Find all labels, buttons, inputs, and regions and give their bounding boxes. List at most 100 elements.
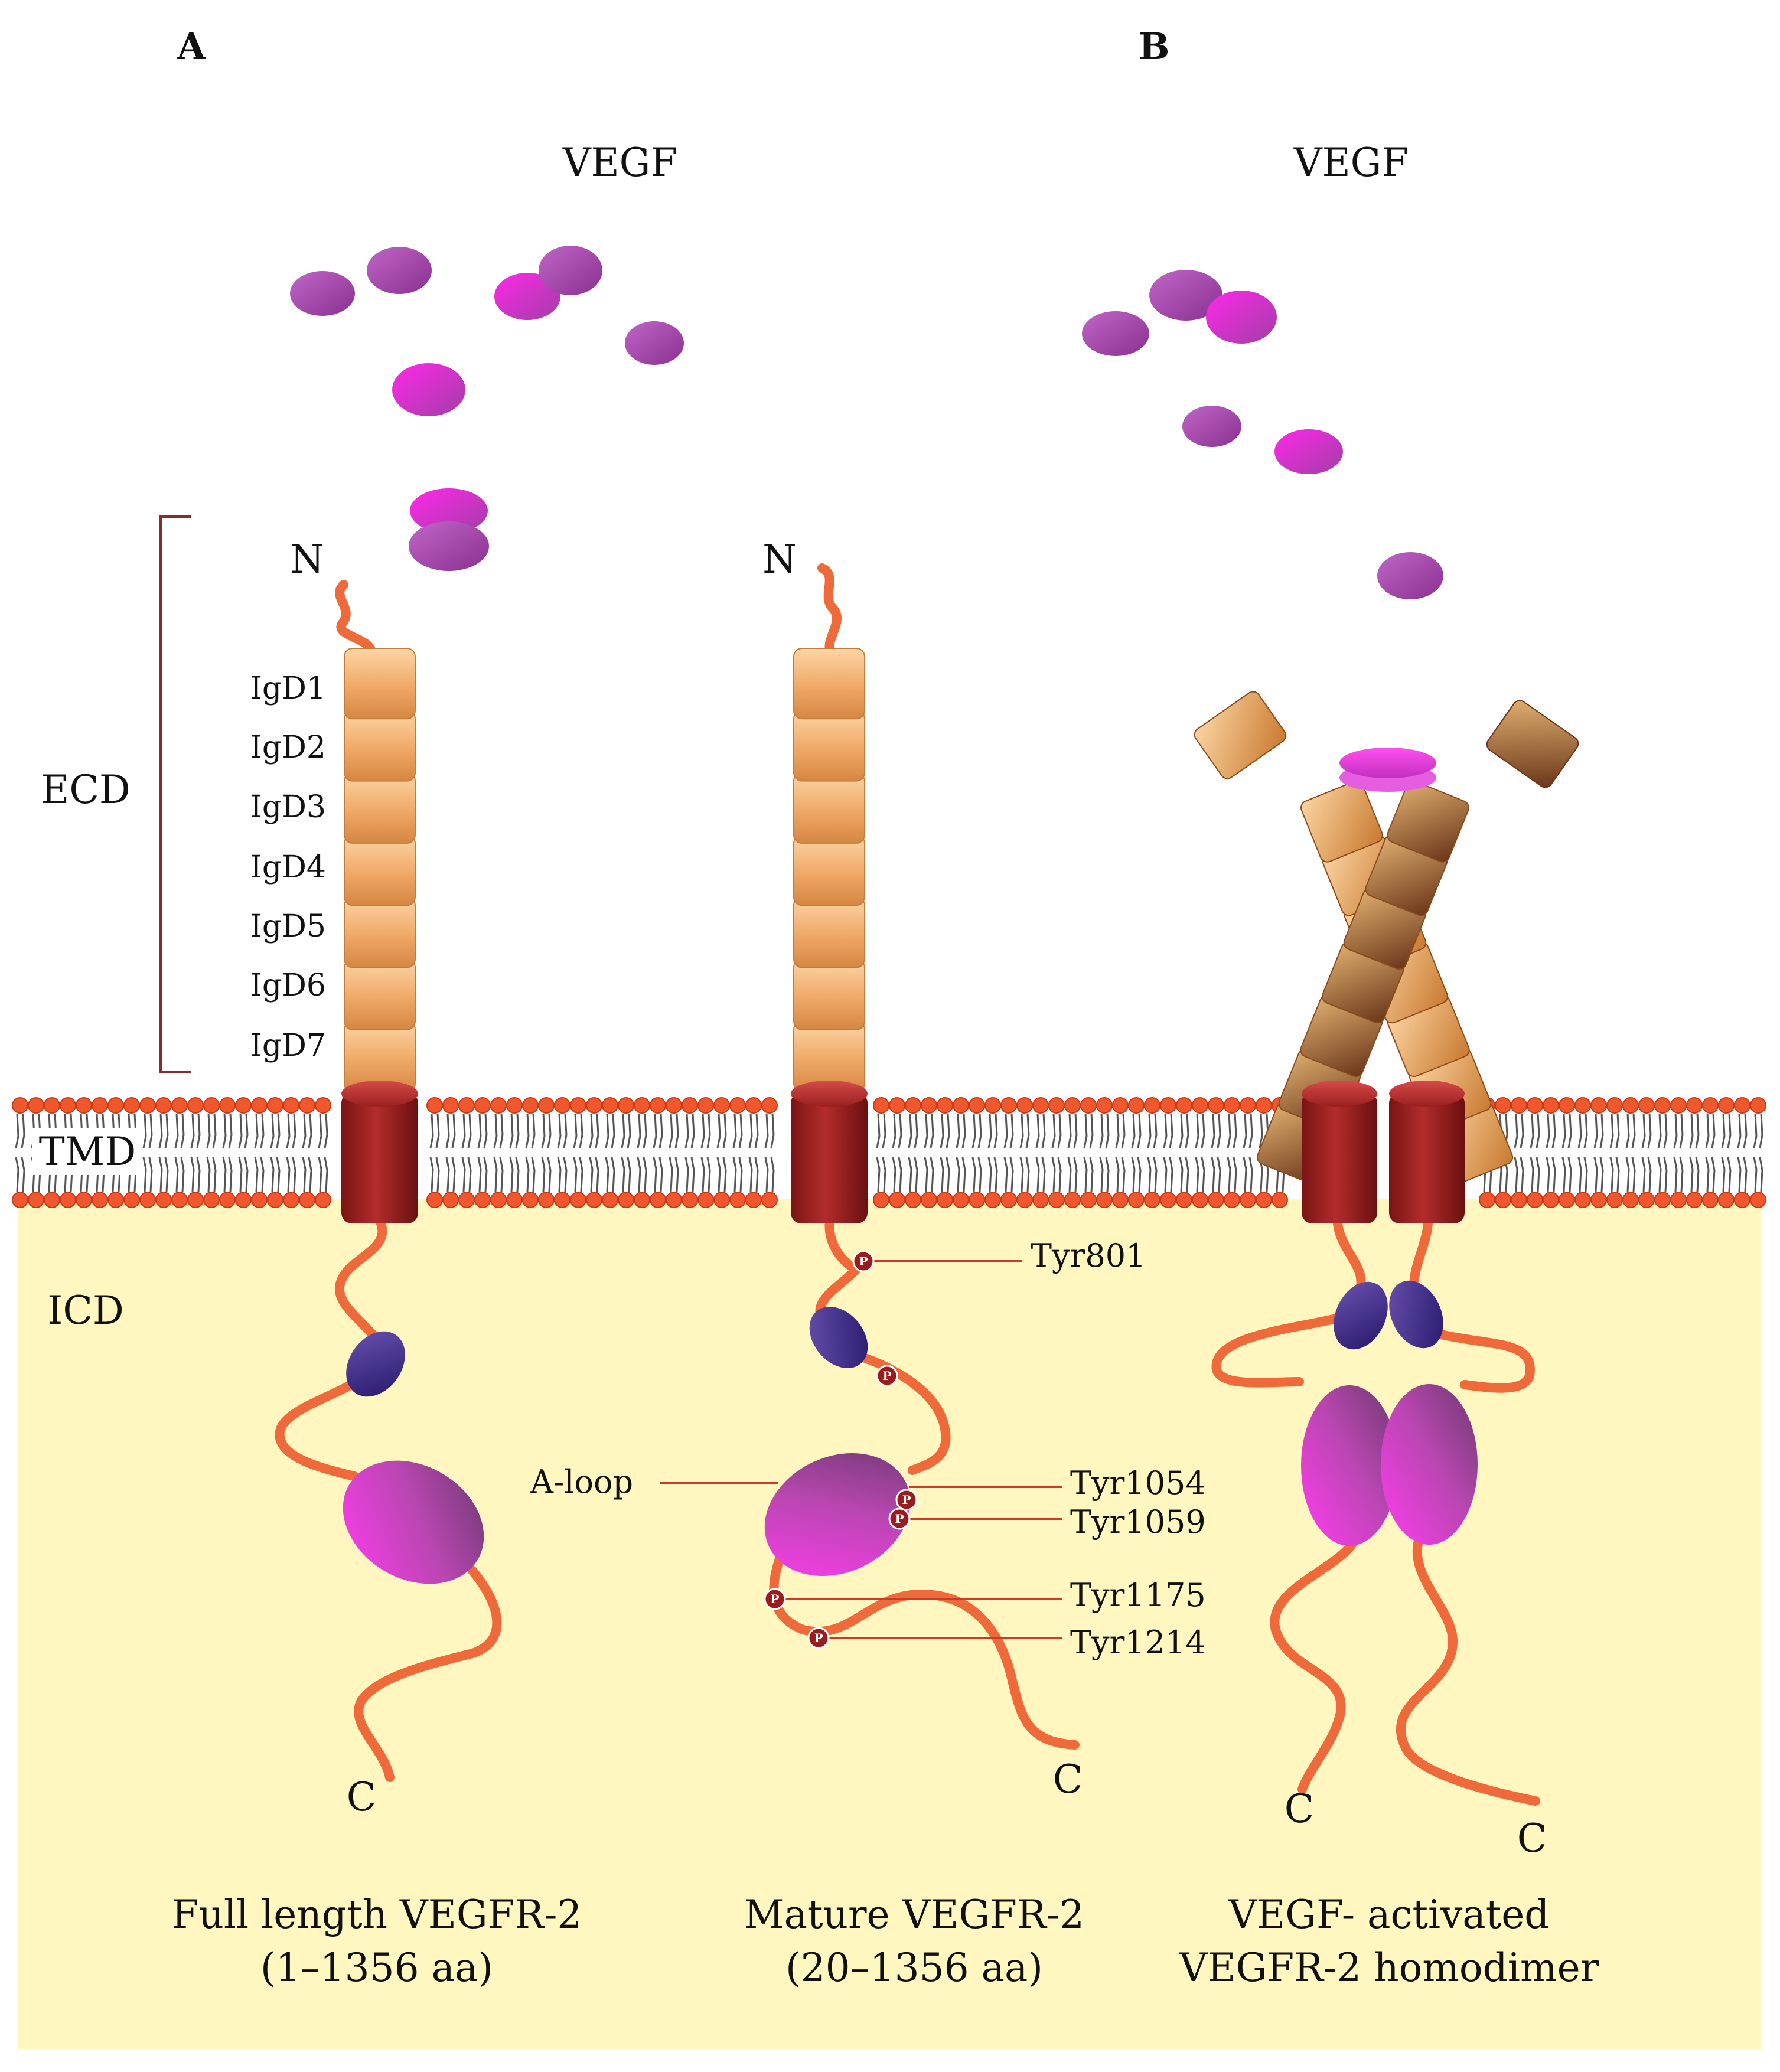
vegf-dimer xyxy=(625,321,684,365)
phospho-badge-5 xyxy=(764,1588,786,1610)
jm-domain-dimer-left xyxy=(1334,1281,1388,1350)
vegf-bound-disc xyxy=(1339,748,1436,792)
caption-mature-line2: (20–1356 aa) xyxy=(785,1945,1043,1991)
tm-helix-1 xyxy=(341,1081,418,1223)
ig-domain-label-6: IgD6 xyxy=(250,968,326,1003)
ig-domain-label-5: IgD5 xyxy=(250,909,326,944)
dimer-ig-domain-1 xyxy=(1300,780,1383,863)
jm-domain-dimer-right xyxy=(1389,1280,1443,1349)
phospho-badge-3 xyxy=(895,1489,918,1511)
kinase-domain-1 xyxy=(343,1460,484,1584)
ig-domain-1 xyxy=(344,648,416,720)
c-terminus-label-2: C xyxy=(1053,1757,1083,1802)
ig-domain-3 xyxy=(344,772,416,844)
ig-domain-5 xyxy=(793,896,865,968)
ig-domain-label-3: IgD3 xyxy=(250,789,326,825)
ig-domain-6 xyxy=(793,958,865,1030)
phospho-badge-label: P xyxy=(895,1512,904,1526)
vegf-label-a: VEGF xyxy=(562,140,677,185)
kinase-domain-dimer-right xyxy=(1381,1384,1478,1545)
phospho-badge-label: P xyxy=(902,1493,911,1507)
dimer-c-tail-left xyxy=(1270,1519,1364,1794)
tm-helix-dimer-right xyxy=(1389,1081,1465,1223)
phospho-leader-lines xyxy=(660,1260,1062,1639)
n-terminus-tail-1 xyxy=(335,580,376,654)
c-terminus-label-dimer-right: C xyxy=(1517,1816,1547,1861)
kinase-domain-2 xyxy=(764,1453,911,1576)
vegf-label-b: VEGF xyxy=(1293,140,1409,185)
c-terminus-tail-2 xyxy=(769,1554,1080,1750)
ecd-bracket xyxy=(159,515,191,1073)
ig-domain-4 xyxy=(344,834,416,906)
phospho-badge-6 xyxy=(807,1627,830,1649)
phospho-site-tyr801: Tyr801 xyxy=(1031,1237,1146,1274)
jm-linker-1 xyxy=(335,1215,392,1363)
n-terminus-label-2: N xyxy=(762,537,797,582)
phospho-badge-label: P xyxy=(882,1369,891,1383)
vegf-ligands-panel-a xyxy=(290,246,684,571)
c-terminus-label-1: C xyxy=(347,1774,377,1820)
tmd-label-box: TMD xyxy=(32,1128,142,1175)
caption-mature-line1: Mature VEGFR-2 xyxy=(744,1892,1084,1937)
phospho-badge-label: P xyxy=(770,1592,779,1606)
phospho-badge-4 xyxy=(888,1507,911,1530)
dimer-loop-right xyxy=(1436,1330,1535,1393)
ecd-ig-stack-mature xyxy=(793,648,865,1092)
n-terminus-label-1: N xyxy=(290,537,324,582)
vegf-dimer xyxy=(409,521,489,571)
tm-helix-2 xyxy=(791,1081,868,1223)
vegf-ligands-panel-b xyxy=(1082,270,1443,792)
phospho-site-tyr1175: Tyr1175 xyxy=(1070,1577,1206,1614)
phospho-badge-2 xyxy=(876,1365,898,1387)
phospho-badge-label: P xyxy=(859,1254,868,1268)
ig-domain-label-7: IgD7 xyxy=(250,1028,326,1063)
ig-domain-4 xyxy=(793,834,865,906)
ig-domain-6 xyxy=(344,958,416,1030)
dimer-ig-domain-tip-right xyxy=(1486,700,1579,788)
intracellular-domains xyxy=(343,1280,1478,1584)
ig-domain-2 xyxy=(793,710,865,782)
vegf-dimer xyxy=(1377,552,1443,599)
phospho-badge-label: P xyxy=(814,1631,823,1645)
vegf-dimer xyxy=(1082,311,1149,356)
vegf-dimer xyxy=(1182,406,1241,447)
vegf-dimer xyxy=(392,363,465,416)
vegf-dimer xyxy=(1149,270,1222,321)
dimer-c-tail-right xyxy=(1396,1525,1540,1806)
panel-label-a: A xyxy=(177,25,206,68)
kinase-domain-dimer-left xyxy=(1301,1385,1398,1546)
ig-domain-1 xyxy=(793,648,865,720)
caption-full-line1: Full length VEGFR-2 xyxy=(172,1892,582,1937)
jm-domain-2 xyxy=(809,1307,868,1368)
tm-helix-dimer-left xyxy=(1302,1081,1377,1223)
ig-domain-label-4: IgD4 xyxy=(250,850,326,885)
tmd-label: TMD xyxy=(39,1129,136,1174)
caption-dimer-line2: VEGFR-2 homodimer xyxy=(1179,1945,1599,1991)
ig-domain-5 xyxy=(344,896,416,968)
tm-helices xyxy=(341,1081,1465,1223)
phospho-site-tyr1059: Tyr1059 xyxy=(1070,1503,1206,1541)
vegf-dimer xyxy=(410,488,488,533)
phospho-site-tyr1054: Tyr1054 xyxy=(1070,1464,1206,1502)
linkers xyxy=(275,563,1540,1806)
vegf-dimer xyxy=(1206,291,1277,344)
kinase-linker-1 xyxy=(275,1365,377,1481)
vegf-dimer xyxy=(367,247,432,294)
ecd-label: ECD xyxy=(41,767,131,813)
vegf-dimer xyxy=(539,246,602,295)
caption-dimer-line1: VEGF- activated xyxy=(1228,1892,1549,1937)
caption-full-line2: (1–1356 aa) xyxy=(260,1945,493,1991)
ig-domain-3 xyxy=(793,772,865,844)
ig-domain-2 xyxy=(344,710,416,782)
dimer-loop-left xyxy=(1211,1312,1348,1388)
panel-label-b: B xyxy=(1139,25,1169,68)
vegf-dimer xyxy=(290,271,355,316)
ig-domain-label-2: IgD2 xyxy=(250,730,326,765)
icd-label: ICD xyxy=(47,1288,124,1333)
vegf-dimer xyxy=(1274,429,1343,474)
phospho-badge-1 xyxy=(852,1250,875,1272)
